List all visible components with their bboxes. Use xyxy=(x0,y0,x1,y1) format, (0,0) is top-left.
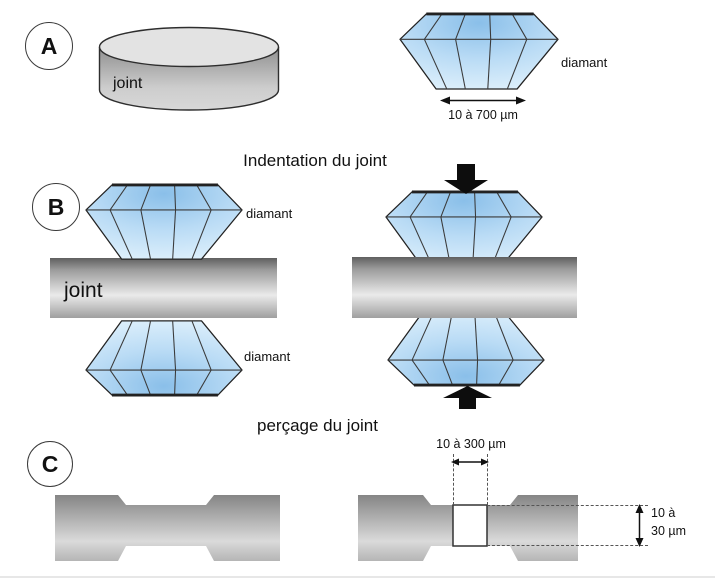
thickness-label-line2: 30 µm xyxy=(651,524,686,538)
drilled-hole xyxy=(452,504,488,547)
force-up-arrow-icon xyxy=(443,386,492,409)
hole-guide-left-dash xyxy=(453,454,454,505)
diamond-anvil-bottom-left-icon xyxy=(84,319,244,397)
bottom-border-line xyxy=(0,576,715,578)
thickness-arrow-icon xyxy=(635,504,644,547)
culet-width-label: 10 à 700 µm xyxy=(448,108,518,122)
joint-disc-label: joint xyxy=(113,75,143,92)
diamant-label-b-top: diamant xyxy=(246,206,293,221)
hole-width-label: 10 à 300 µm xyxy=(436,437,506,451)
diamond-anvil-icon xyxy=(398,12,560,91)
step-a-badge: A xyxy=(25,22,73,70)
joint-bar-label: joint xyxy=(64,279,103,302)
diamant-label-b-bottom: diamant xyxy=(244,349,291,364)
step-b-badge: B xyxy=(32,183,80,231)
section-b-title: Indentation du joint xyxy=(243,151,387,170)
step-c-badge: C xyxy=(27,441,73,487)
thickness-guide-bottom-dash xyxy=(487,545,648,546)
culet-width-arrow-icon xyxy=(440,96,526,105)
step-b-letter: B xyxy=(47,193,65,220)
step-c-letter: C xyxy=(41,450,59,477)
step-a-letter: A xyxy=(40,32,58,59)
diamond-anvil-bottom-right-icon xyxy=(386,309,546,387)
thickness-guide-top-dash xyxy=(487,505,648,506)
hole-guide-right-dash xyxy=(487,454,488,505)
indented-gasket-profile-icon xyxy=(55,495,280,561)
joint-disc-icon xyxy=(98,26,280,111)
section-c-title: perçage du joint xyxy=(257,416,378,435)
drilled-gasket-profile-icon xyxy=(358,495,578,561)
force-down-arrow-icon xyxy=(444,164,488,194)
joint-gasket-bar-left xyxy=(50,258,277,318)
thickness-label-line1: 10 à xyxy=(651,506,676,520)
hole-width-arrow-icon xyxy=(451,458,489,466)
joint-gasket-bar-right xyxy=(352,257,577,318)
diamond-anvil-top-left-icon xyxy=(84,183,244,261)
diamant-label-a: diamant xyxy=(561,55,608,70)
